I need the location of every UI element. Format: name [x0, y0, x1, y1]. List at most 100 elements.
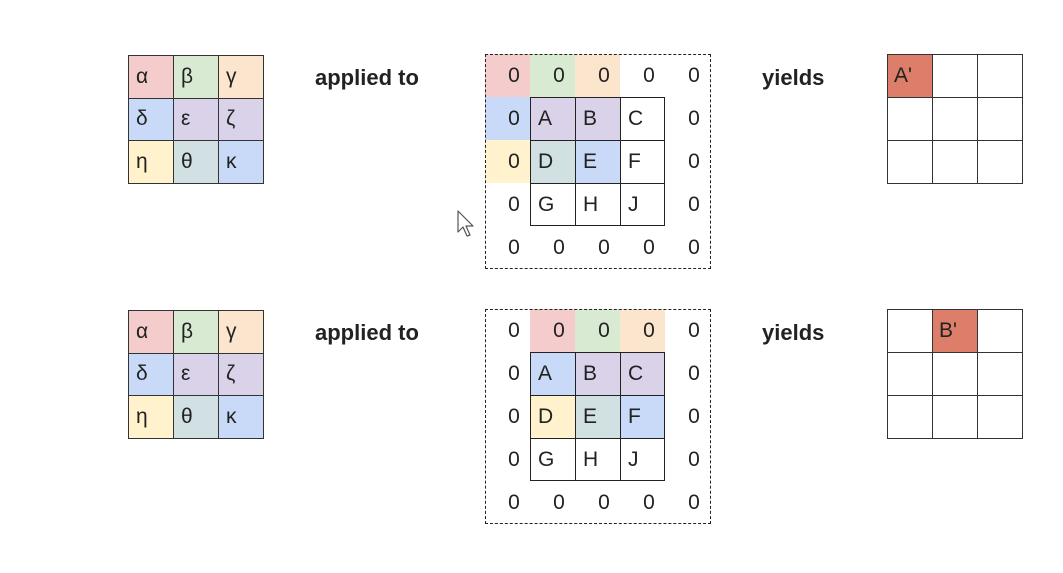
kernel-cell: γ [218, 310, 264, 354]
kernel-cell: θ [173, 395, 219, 439]
input-cell: C [628, 106, 644, 130]
input-cell: G [538, 192, 555, 216]
kernel-cell: ζ [218, 352, 264, 397]
padding-zero-cell: 0 [688, 235, 700, 259]
padding-zero-cell: 0 [688, 192, 700, 216]
padding-zero-cell: 0 [688, 63, 700, 87]
kernel-cell: θ [173, 140, 219, 184]
kernel-cell: α [128, 310, 174, 354]
yields-label-row-1: yields [762, 65, 825, 90]
padding-border [485, 54, 711, 269]
output-cell [977, 309, 1023, 353]
padding-zero-cell: 0 [620, 309, 665, 352]
kernel-cell: γ [218, 55, 264, 99]
input-cell: H [583, 447, 599, 471]
output-cell: A' [887, 54, 933, 98]
padding-zero-cell: 0 [688, 490, 700, 514]
output-cell [932, 97, 978, 141]
padding-zero-cell: 0 [688, 447, 700, 471]
input-cell: D [530, 395, 575, 438]
padding-zero-cell: 0 [643, 490, 655, 514]
padding-zero-cell: 0 [553, 235, 565, 259]
output-cell [932, 54, 978, 98]
padding-zero-cell: 0 [508, 490, 520, 514]
padding-zero-cell: 0 [688, 361, 700, 385]
padding-zero-cell: 0 [575, 54, 620, 97]
output-cell [932, 140, 978, 184]
padding-zero-cell: 0 [688, 106, 700, 130]
kernel-cell: ε [173, 97, 219, 142]
padding-zero-cell: 0 [508, 192, 520, 216]
kernel-cell: η [128, 140, 174, 184]
input-cell: B [575, 352, 620, 395]
input-cell: D [530, 140, 575, 183]
input-cell: J [628, 192, 639, 216]
output-cell [977, 54, 1023, 98]
output-cell [887, 395, 933, 439]
grid-line [530, 395, 665, 396]
padding-zero-cell: 0 [598, 235, 610, 259]
padding-border [485, 309, 711, 524]
grid-line [575, 97, 576, 226]
grid-line [530, 183, 665, 184]
output-grid-row-1: A' [887, 54, 1023, 184]
kernel-cell: β [173, 55, 219, 99]
padding-zero-cell: 0 [508, 318, 520, 342]
padding-zero-cell: 0 [643, 235, 655, 259]
input-cell: E [575, 395, 620, 438]
input-cell: A [530, 97, 575, 140]
input-cell: G [538, 447, 555, 471]
input-cell: J [628, 447, 639, 471]
padding-zero-cell: 0 [530, 309, 575, 352]
padding-zero-cell: 0 [508, 447, 520, 471]
output-cell [977, 140, 1023, 184]
grid-line [620, 352, 621, 481]
output-cell [887, 352, 933, 396]
padding-zero-cell: 0 [688, 149, 700, 173]
output-cell [887, 140, 933, 184]
kernel-cell: δ [128, 352, 174, 397]
yields-label-row-2: yields [762, 320, 825, 345]
output-cell [887, 309, 933, 353]
kernel-cell: δ [128, 97, 174, 142]
applied-to-label-row-2: applied to [315, 320, 419, 345]
padding-zero-cell: 0 [598, 490, 610, 514]
input-cell: E [575, 140, 620, 183]
input-cell: B [575, 97, 620, 140]
padding-zero-cell: 0 [688, 404, 700, 428]
input-cell: A [530, 352, 575, 395]
input-cell: C [620, 352, 665, 395]
padding-zero-cell: 0 [530, 54, 575, 97]
kernel-cell: κ [218, 140, 264, 184]
padding-zero-cell: 0 [508, 404, 520, 428]
kernel-cell: κ [218, 395, 264, 439]
grid-line [530, 140, 665, 141]
padding-zero-cell: 0 [688, 318, 700, 342]
output-cell [932, 395, 978, 439]
kernel-cell: β [173, 310, 219, 354]
output-cell [977, 352, 1023, 396]
padding-zero-cell: 0 [508, 235, 520, 259]
mouse-pointer-icon [457, 210, 474, 237]
output-cell [932, 352, 978, 396]
padding-zero-cell: 0 [643, 63, 655, 87]
output-cell [977, 395, 1023, 439]
output-cell [887, 97, 933, 141]
kernel-cell: α [128, 55, 174, 99]
padding-zero-cell: 0 [485, 140, 530, 183]
grid-line [620, 97, 621, 226]
padding-zero-cell: 0 [508, 361, 520, 385]
input-cell: H [583, 192, 599, 216]
input-cell: F [620, 395, 665, 438]
kernel-cell: ζ [218, 97, 264, 142]
output-cell [977, 97, 1023, 141]
output-cell: B' [932, 309, 978, 353]
padding-zero-cell: 0 [485, 54, 530, 97]
padding-zero-cell: 0 [575, 309, 620, 352]
grid-line [530, 438, 665, 439]
padding-zero-cell: 0 [553, 490, 565, 514]
